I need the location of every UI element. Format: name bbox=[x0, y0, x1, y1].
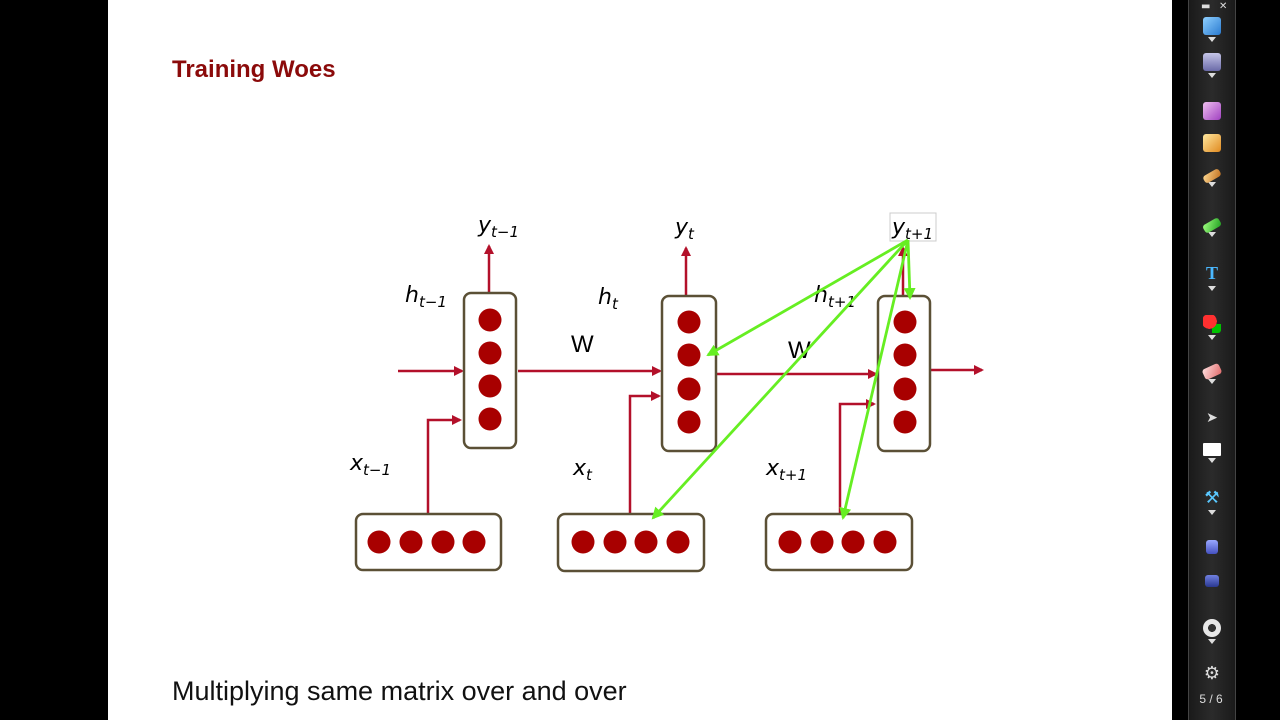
gradient-arrow-to-h-cur bbox=[706, 238, 909, 357]
hidden-layer-cur bbox=[660, 294, 718, 453]
weight-label-2: W bbox=[788, 337, 811, 364]
hidden-layer-prev bbox=[462, 291, 518, 450]
svg-text:yt: yt bbox=[674, 215, 695, 243]
gradient-arrow-to-x-next bbox=[839, 239, 910, 520]
svg-text:xt: xt bbox=[572, 456, 593, 484]
gradient-arrow-to-x-cur bbox=[651, 239, 910, 520]
toolbar-tools-button[interactable]: ⚒ bbox=[1189, 486, 1235, 516]
webcam-icon bbox=[1203, 618, 1221, 637]
rnn-diagram: yt−1 yt yt+1 ht−1 ht ht+1 xt−1 xt xt+1 W… bbox=[349, 212, 984, 573]
svg-text:ht: ht bbox=[598, 285, 619, 313]
slide-caption: Multiplying same matrix over and over bbox=[172, 676, 627, 706]
tools-icon: ⚒ bbox=[1204, 487, 1220, 507]
minimize-icon[interactable]: ▬ bbox=[1201, 1, 1211, 12]
hidden-layer-next bbox=[876, 294, 932, 453]
eraser-icon bbox=[1201, 362, 1223, 381]
x-prev-subscript: t−1 bbox=[363, 461, 391, 479]
clipboard-icon bbox=[1206, 540, 1218, 554]
y-cur-label: y bbox=[674, 215, 689, 240]
toolbar-save-button[interactable] bbox=[1189, 50, 1235, 80]
y-cur-subscript: t bbox=[688, 225, 695, 243]
flow-arrows bbox=[398, 244, 984, 514]
toolbar-whiteboard-button[interactable] bbox=[1189, 438, 1235, 468]
h-prev-label: h bbox=[405, 283, 419, 308]
arrow-x-prev-to-h-prev bbox=[426, 415, 462, 514]
toolbar-pencil-button[interactable] bbox=[1189, 164, 1235, 194]
close-icon[interactable]: ✕ bbox=[1219, 1, 1228, 12]
x-next-subscript: t+1 bbox=[779, 466, 807, 484]
input-layer-next bbox=[764, 512, 914, 572]
y-prev-label: y bbox=[477, 213, 492, 238]
shapes-icon bbox=[1203, 314, 1221, 333]
svg-text:ht−1: ht−1 bbox=[405, 283, 447, 311]
pointer-icon: ➤ bbox=[1206, 408, 1218, 425]
arrow-x-next-to-h-next bbox=[838, 399, 876, 514]
toolbar-film-button[interactable] bbox=[1189, 566, 1235, 596]
svg-text:yt−1: yt−1 bbox=[477, 213, 519, 241]
toolbar-shapes-button[interactable] bbox=[1189, 312, 1235, 342]
settings-icon: ⚙ bbox=[1203, 662, 1221, 683]
toolbar-text-button[interactable]: T bbox=[1189, 262, 1235, 292]
gradient-annotations bbox=[651, 238, 916, 520]
slides-icon bbox=[1203, 16, 1221, 35]
toolbar-clipboard-button[interactable] bbox=[1189, 532, 1235, 562]
annotation-toolbar: ▬ ✕ T ➤ ⚒ ⚙ bbox=[1188, 0, 1236, 720]
save-icon bbox=[1203, 52, 1221, 71]
y-next-subscript: t+1 bbox=[905, 225, 933, 243]
x-next-label: x bbox=[765, 456, 780, 481]
gradient-arrow-to-h-next bbox=[903, 239, 916, 300]
toolbar-webcam-button[interactable] bbox=[1189, 616, 1235, 646]
slide-title: Training Woes bbox=[172, 56, 336, 83]
toolbar-highlighter-button[interactable] bbox=[1189, 214, 1235, 244]
toolbar-pointer-button[interactable]: ➤ bbox=[1189, 402, 1235, 432]
toolbar-folder-button[interactable] bbox=[1189, 128, 1235, 158]
svg-text:xt+1: xt+1 bbox=[765, 456, 807, 484]
svg-text:ht+1: ht+1 bbox=[814, 283, 856, 311]
h-cur-label: h bbox=[598, 285, 612, 310]
h-next-subscript: t+1 bbox=[828, 293, 856, 311]
arrow-x-cur-to-h-cur bbox=[628, 391, 661, 514]
svg-text:xt−1: xt−1 bbox=[349, 451, 391, 479]
svg-text:yt+1: yt+1 bbox=[891, 215, 933, 243]
x-cur-subscript: t bbox=[586, 466, 593, 484]
toolbar-slides-button[interactable] bbox=[1189, 14, 1235, 44]
folder-icon bbox=[1203, 134, 1221, 152]
x-cur-label: x bbox=[572, 456, 587, 481]
h-prev-subscript: t−1 bbox=[419, 293, 447, 311]
weight-label-1: W bbox=[571, 331, 594, 358]
toolbar-camera-button[interactable] bbox=[1189, 96, 1235, 126]
toolbar-settings-button[interactable]: ⚙ bbox=[1189, 658, 1235, 688]
input-layer-cur bbox=[556, 512, 706, 573]
film-icon bbox=[1205, 575, 1219, 587]
toolbar-eraser-button[interactable] bbox=[1189, 360, 1235, 390]
slide: Training Woes bbox=[108, 0, 1172, 720]
x-prev-label: x bbox=[349, 451, 364, 476]
whiteboard-icon bbox=[1203, 443, 1221, 456]
slide-pager: 5 / 6 bbox=[1199, 692, 1223, 706]
y-next-label: y bbox=[891, 215, 906, 240]
camera-icon bbox=[1203, 102, 1221, 120]
input-layer-prev bbox=[354, 512, 503, 572]
y-next-label-box bbox=[889, 212, 937, 242]
y-prev-subscript: t−1 bbox=[491, 223, 519, 241]
text-tool-icon: T bbox=[1205, 263, 1218, 283]
h-cur-subscript: t bbox=[612, 295, 619, 313]
